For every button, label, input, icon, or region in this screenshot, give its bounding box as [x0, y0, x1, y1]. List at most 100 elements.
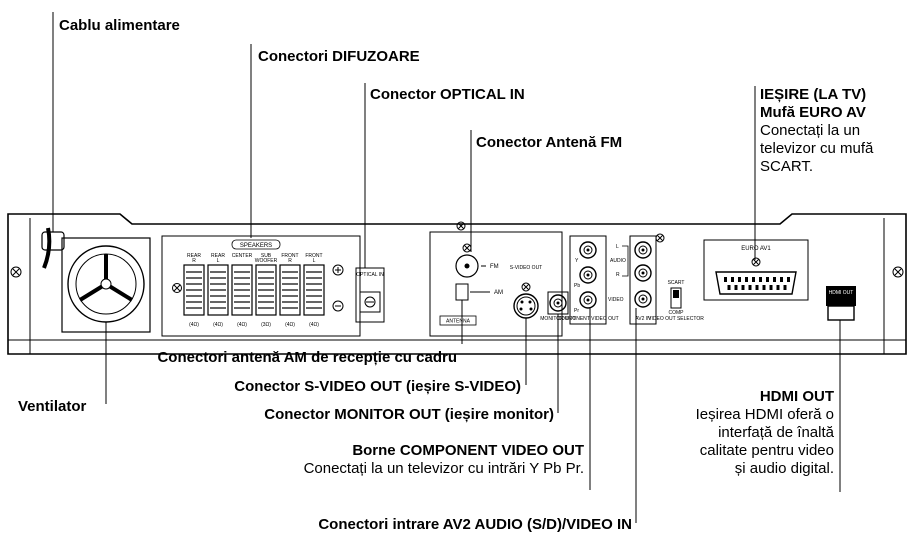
- screw-icon: [751, 257, 761, 267]
- screw-icon: [655, 233, 665, 243]
- fm-antenna-jack: [455, 254, 479, 278]
- fm-panel-label: FM: [490, 264, 499, 270]
- speaker-channel-side: L: [217, 258, 220, 264]
- av2-in-label: Conectori intrare AV2 AUDIO (S/D)/VIDEO …: [318, 516, 632, 533]
- euro-av1-panel-label: EURO AV1: [741, 246, 771, 252]
- screw-icon-right: [892, 266, 904, 278]
- chassis-outline: [7, 213, 907, 355]
- antenna-panel-label: ANTENNA: [446, 319, 471, 325]
- minus-icon: [332, 300, 344, 312]
- scart-pin: [741, 285, 745, 290]
- euro-av-frame: [703, 239, 809, 301]
- power-cord-icon: [41, 227, 65, 269]
- screw-icon: [462, 243, 472, 253]
- scart-pin: [769, 285, 773, 290]
- speakers-header: SPEAKERS: [240, 243, 272, 249]
- scart-pin: [787, 277, 790, 282]
- optical-in-jack: [355, 267, 385, 323]
- hdmi-desc-line2: interfață de înaltă: [718, 424, 834, 441]
- speaker-impedance: (3Ω): [261, 322, 271, 328]
- euro-av-title-line2: Mufă EURO AV: [760, 104, 866, 121]
- am-panel-label: AM: [494, 290, 503, 296]
- speaker-channel-side: R: [288, 258, 292, 264]
- hdmi-out-label: HDMI OUT Ieșirea HDMI oferă o interfață …: [696, 388, 834, 478]
- speaker-impedance: (4Ω): [213, 322, 223, 328]
- hdmi-panel-label: HDMI OUT: [829, 290, 854, 296]
- speaker-impedance: (4Ω): [237, 322, 247, 328]
- pr-panel-label: Pr: [574, 308, 579, 314]
- scart-pin: [752, 277, 755, 282]
- speaker-channel-name: SUB: [261, 253, 272, 259]
- fan-icon: [61, 237, 151, 333]
- scart-pin: [766, 277, 769, 282]
- speaker-impedance: (4Ω): [189, 322, 199, 328]
- component-title: Borne COMPONENT VIDEO OUT: [352, 442, 584, 459]
- av2-panel-label: AV2 IN: [635, 316, 651, 322]
- scart-pin: [776, 285, 780, 290]
- scart-pin: [780, 277, 783, 282]
- am-antenna-terminal: [455, 283, 469, 301]
- scart-pin: [759, 277, 762, 282]
- hdmi-desc-line1: Ieșirea HDMI oferă o: [695, 406, 834, 423]
- speaker-impedance: (4Ω): [309, 322, 319, 328]
- scart-pin: [734, 285, 738, 290]
- speaker-terminals-block: REARR(4Ω)REARL(4Ω)CENTER(4Ω)SUBWOOFER(3Ω…: [161, 235, 361, 337]
- scart-pin: [745, 277, 748, 282]
- monitor-out-label: Conector MONITOR OUT (ieșire monitor): [264, 406, 554, 423]
- component-video-jacks: [569, 235, 607, 325]
- scart-pin: [738, 277, 741, 282]
- hdmi-desc-line3: calitate pentru video: [699, 442, 834, 459]
- leader-lines: [52, 12, 841, 523]
- euro-av-desc-line1: Conectați la un: [760, 122, 861, 139]
- euro-av-label: IEȘIRE (LA TV) Mufă EURO AV Conectați la…: [760, 86, 873, 176]
- r-panel-label: R: [616, 272, 620, 278]
- speaker-impedance: (4Ω): [285, 322, 295, 328]
- speaker-channel-name: FRONT: [305, 253, 322, 259]
- video-out-selector-switch: [670, 287, 682, 309]
- av2-in-jacks: [629, 235, 657, 325]
- hdmi-out-port: [827, 305, 855, 321]
- comp-panel-label: COMP: [669, 310, 685, 316]
- fm-antenna-label: Conector Antenă FM: [476, 134, 623, 151]
- scart-pin: [727, 285, 731, 290]
- scart-connector: [715, 271, 797, 295]
- monitor-out-jack: [547, 291, 569, 315]
- screw-icon: [172, 283, 182, 293]
- speaker-channel-name: REAR: [187, 253, 201, 259]
- optical-panel-label: OPTICAL IN: [356, 272, 384, 278]
- plus-icon: [332, 264, 344, 276]
- hdmi-title: HDMI OUT: [759, 388, 834, 405]
- screw-icon: [456, 221, 466, 231]
- selector-panel-label: VIDEO OUT SELECTOR: [648, 316, 704, 322]
- am-antenna-label: Conectori antenă AM de recepție cu cadru: [157, 349, 457, 366]
- speaker-terminal-3: CENTER(4Ω): [231, 253, 253, 328]
- audio-panel-label: AUDIO: [610, 258, 626, 264]
- component-desc: Conectați la un televizor cu intrări Y P…: [303, 460, 584, 477]
- speaker-channel-side: WOOFER: [255, 258, 278, 264]
- scart-panel-label: SCART: [668, 280, 685, 286]
- fan-label: Ventilator: [18, 398, 87, 415]
- component-panel-label: COMPONENT VIDEO OUT: [557, 316, 618, 322]
- svideo-out-label: Conector S-VIDEO OUT (ieșire S-VIDEO): [234, 378, 521, 395]
- speaker-channel-name: REAR: [211, 253, 225, 259]
- screw-icon-left: [10, 266, 22, 278]
- svideo-panel-label: S-VIDEO OUT: [510, 265, 543, 271]
- y-panel-label: Y: [575, 258, 579, 264]
- scart-pin: [773, 277, 776, 282]
- hdmi-desc-line4: și audio digital.: [734, 460, 834, 477]
- speaker-channel-side: L: [313, 258, 316, 264]
- antenna-section-border: [429, 231, 563, 337]
- hdmi-panel-plate: [826, 286, 856, 306]
- pb-panel-label: Pb: [574, 283, 580, 289]
- speaker-connectors-label: Conectori DIFUZOARE: [258, 48, 420, 65]
- scart-pin: [748, 285, 752, 290]
- scart-pin: [762, 285, 766, 290]
- scart-pin: [755, 285, 759, 290]
- svideo-out-jack: [513, 293, 539, 319]
